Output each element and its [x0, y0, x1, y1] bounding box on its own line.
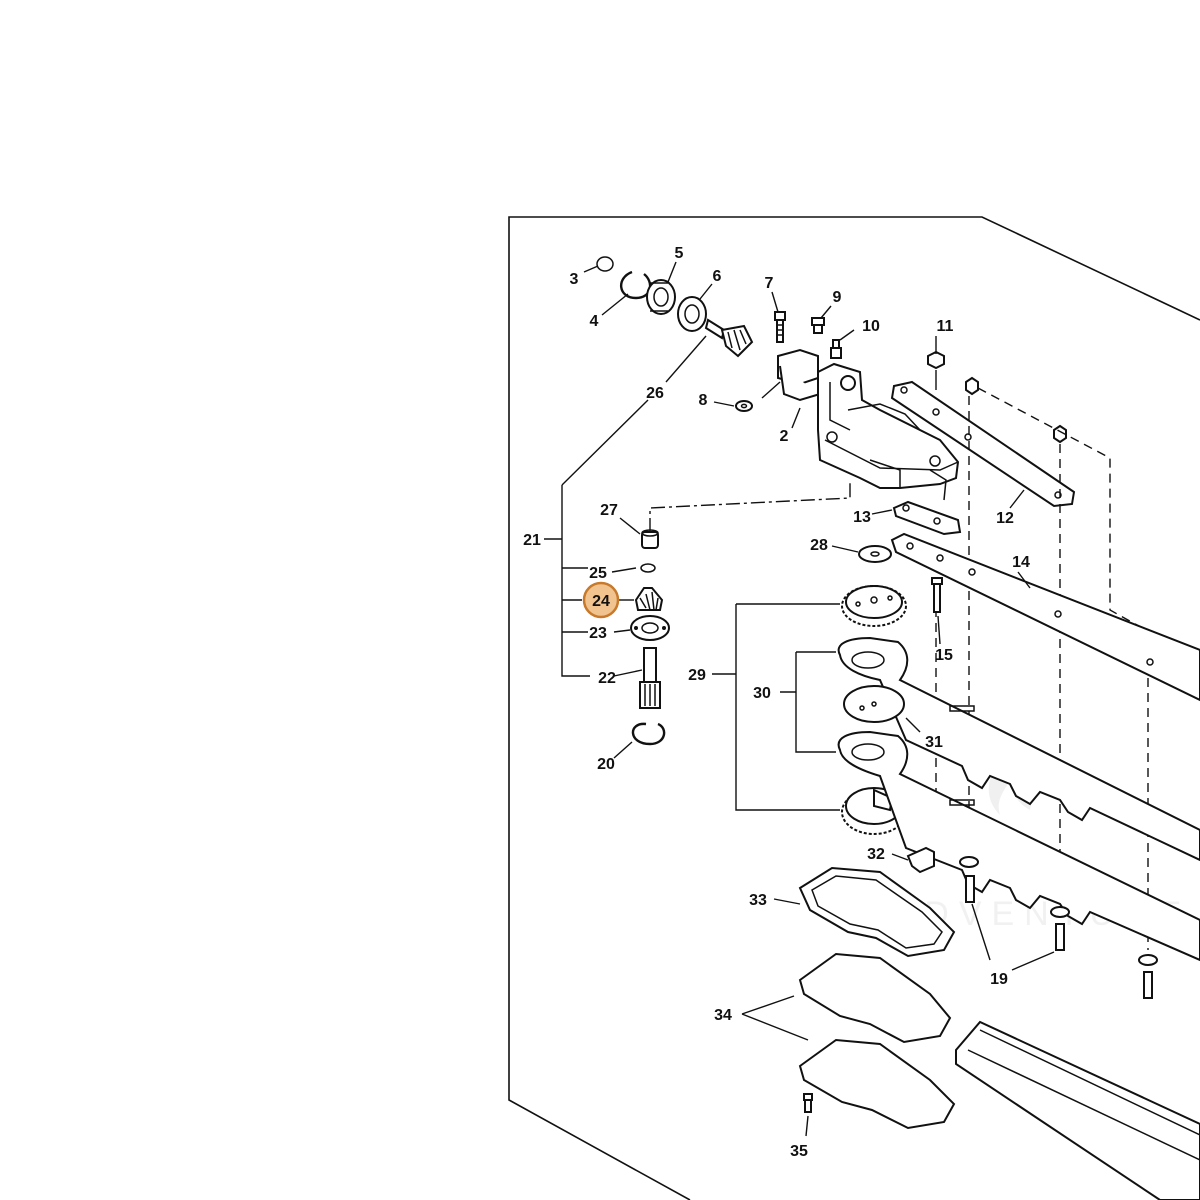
label-27[interactable]: 27 [600, 502, 618, 519]
label-13[interactable]: 13 [853, 509, 871, 526]
part-19-washer-c [1138, 954, 1158, 966]
part-19-washer-b [1050, 906, 1070, 918]
part-12-plate [890, 380, 1076, 508]
part-34-cover-lower [798, 1038, 956, 1130]
part-14-guide-bar [890, 532, 1200, 702]
label-11[interactable]: 11 [937, 318, 954, 335]
label-31[interactable]: 31 [925, 734, 943, 751]
label-33[interactable]: 33 [749, 892, 767, 909]
part-29-gear-top [841, 585, 907, 627]
nut-a [965, 376, 979, 396]
part-31-disc [843, 685, 905, 723]
part-35-screw [803, 1093, 813, 1113]
part-34-cover-upper [798, 952, 952, 1044]
part-13-plate [892, 500, 962, 536]
part-4-circlip [620, 270, 652, 300]
part-15-bolt [931, 577, 943, 613]
part-9-screw [811, 317, 825, 334]
label-24[interactable]: 24 [592, 593, 610, 610]
ref-line-27 [649, 480, 851, 532]
part-22-shaft [639, 647, 661, 709]
part-28-washer [858, 545, 892, 563]
label-25[interactable]: 25 [589, 565, 607, 582]
part-33-gasket [798, 866, 956, 958]
label-34[interactable]: 34 [714, 1007, 732, 1024]
part-7-screw [774, 311, 786, 343]
label-10[interactable]: 10 [862, 318, 880, 335]
part-20-circlip [631, 722, 666, 746]
label-9[interactable]: 9 [833, 289, 842, 306]
part-32-clip [906, 846, 935, 874]
label-32[interactable]: 32 [867, 846, 885, 863]
part-19-screw-c [1143, 971, 1153, 999]
part-19-washer-a [959, 856, 979, 868]
label-29[interactable]: 29 [688, 667, 706, 684]
label-22[interactable]: 22 [598, 670, 616, 687]
label-6[interactable]: 6 [713, 268, 722, 285]
label-35[interactable]: 35 [790, 1143, 808, 1160]
label-3[interactable]: 3 [570, 271, 579, 288]
label-12[interactable]: 12 [996, 510, 1014, 527]
label-4[interactable]: 4 [590, 313, 599, 330]
part-11-nut [927, 350, 945, 370]
label-14[interactable]: 14 [1012, 554, 1030, 571]
part-30-blade-upper [837, 636, 1200, 862]
label-30[interactable]: 30 [753, 685, 771, 702]
part-2-gear-housing [777, 348, 960, 501]
nut-b [1053, 424, 1067, 444]
label-23[interactable]: 23 [589, 625, 607, 642]
part-8-washer [735, 400, 753, 412]
blade-guard [955, 1020, 1200, 1200]
label-28[interactable]: 28 [810, 537, 828, 554]
part-5-ball-bearing [646, 279, 676, 315]
part-24-bevel-gear [634, 587, 664, 611]
part-23-bearing [630, 615, 670, 641]
part-19-screw-b [1055, 923, 1065, 951]
callout-labels: 3 4 5 6 7 9 10 11 8 26 2 12 13 27 21 28 … [523, 245, 1030, 1160]
part-26-pinion-shaft [704, 318, 754, 358]
label-7[interactable]: 7 [765, 275, 774, 292]
leader-lines [544, 261, 1055, 1137]
label-20[interactable]: 20 [597, 756, 615, 773]
label-26[interactable]: 26 [646, 385, 664, 402]
label-2[interactable]: 2 [780, 428, 789, 445]
part-30-blade-lower [837, 730, 1200, 962]
part-10-grease-nipple [830, 339, 842, 359]
label-19[interactable]: 19 [990, 971, 1008, 988]
label-21[interactable]: 21 [523, 532, 541, 549]
diagram-frame [508, 216, 1200, 1200]
label-15[interactable]: 15 [935, 647, 953, 664]
part-6-ball-bearing [677, 296, 707, 332]
label-8[interactable]: 8 [699, 392, 708, 409]
part-3-snap-ring [596, 256, 614, 272]
part-25-ring [640, 563, 656, 573]
highlight-24-marker[interactable] [582, 581, 620, 619]
label-5[interactable]: 5 [675, 245, 684, 262]
part-19-screw-a [965, 875, 975, 903]
part-27-sleeve [641, 529, 659, 549]
